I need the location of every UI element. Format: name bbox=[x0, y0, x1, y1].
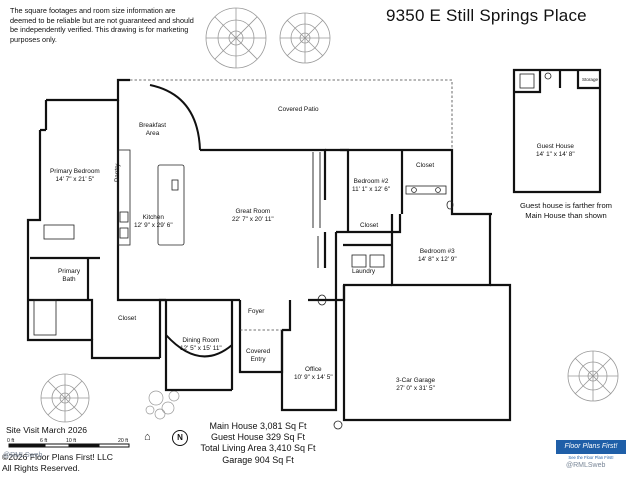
scale-label-0: 0 ft bbox=[7, 438, 15, 444]
scale-label-10: 10 ft bbox=[66, 438, 77, 444]
scale-bar bbox=[8, 443, 130, 448]
tree-right bbox=[567, 350, 619, 402]
room-closet-hall: Closet bbox=[360, 222, 379, 229]
room-storage: Storage bbox=[582, 77, 599, 82]
guest-house-walls bbox=[512, 68, 602, 194]
room-foyer: Foyer bbox=[248, 308, 265, 315]
kitchen-fixtures bbox=[117, 149, 185, 246]
copyright-line-2: All Rights Reserved. bbox=[2, 463, 80, 474]
room-covered-patio: Covered Patio bbox=[278, 106, 319, 113]
watermark-right: @RMLSweb bbox=[566, 462, 606, 469]
room-primary-bath: Primary Bath bbox=[58, 268, 81, 283]
room-closet-primary: Closet bbox=[118, 315, 137, 322]
room-breakfast-area: Breakfast Area bbox=[139, 122, 166, 137]
scale-label-6: 6 ft bbox=[40, 438, 48, 444]
guest-house-note: Guest house is farther from Main House t… bbox=[519, 201, 612, 220]
tree-left bbox=[40, 373, 90, 423]
room-laundry: Laundry bbox=[352, 268, 376, 275]
property-address: 9350 E Still Springs Place bbox=[386, 6, 587, 25]
copyright: ©2026 Floor Plans First! LLC All Rights … bbox=[2, 452, 113, 474]
room-closet-bedroom-2: Closet bbox=[416, 162, 435, 169]
stat-garage: Garage 904 Sq Ft bbox=[222, 454, 294, 465]
site-visit-date: Site Visit March 2026 bbox=[6, 425, 88, 435]
watermark-left: @RMLSweb bbox=[3, 452, 43, 459]
stat-total-living: Total Living Area 3,410 Sq Ft bbox=[200, 443, 316, 454]
room-covered-entry: Covered Entry bbox=[246, 348, 271, 363]
stat-guest-house: Guest House 329 Sq Ft bbox=[210, 432, 306, 443]
stat-main-house: Main House 3,081 Sq Ft bbox=[209, 421, 307, 431]
bath-fixtures bbox=[33, 185, 454, 430]
disclaimer: The square footages and room size inform… bbox=[10, 6, 194, 44]
scale-label-20: 20 ft bbox=[118, 438, 129, 444]
tree-top-left bbox=[205, 7, 267, 69]
covered-patio-outline bbox=[130, 79, 453, 150]
curved-walls bbox=[149, 84, 233, 358]
main-house-walls bbox=[26, 78, 512, 422]
interior-partitions bbox=[312, 152, 321, 268]
room-pantry: Pantry bbox=[114, 163, 121, 182]
equal-housing-icon: ⌂ bbox=[144, 431, 151, 443]
square-footage-summary: Main House 3,081 Sq Ft Guest House 329 S… bbox=[196, 421, 320, 466]
brand-logo: Floor Plans First! bbox=[556, 440, 626, 454]
north-compass-icon: N bbox=[172, 430, 188, 446]
shrub-front bbox=[145, 390, 180, 420]
guest-house-fixtures bbox=[519, 72, 552, 89]
copyright-line-1: ©2026 Floor Plans First! LLC bbox=[2, 452, 113, 462]
tree-top-right bbox=[279, 12, 331, 64]
brand-tagline: See the Floor Plan First! bbox=[568, 455, 614, 460]
